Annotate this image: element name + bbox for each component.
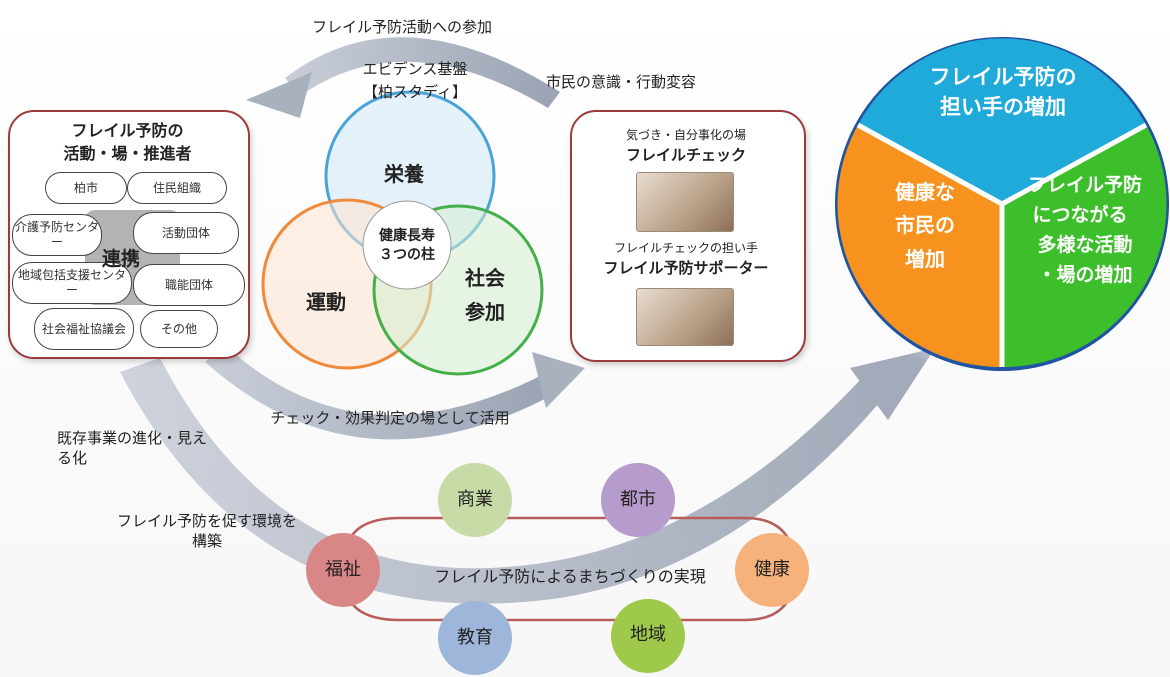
org-others: その他	[140, 310, 218, 348]
town-node-commerce	[438, 463, 512, 537]
cycle-sector-left	[837, 125, 1002, 368]
town-health-label: 健康	[754, 559, 790, 580]
venn-center-label1: 健康長寿	[379, 228, 435, 244]
town-center-label: フレイル予防によるまちづくりの実現	[434, 567, 706, 586]
cycle-left-label2: 市民の	[895, 213, 955, 237]
venn-social-label2: 参加	[465, 300, 505, 324]
supporter-photo	[636, 288, 734, 346]
left-panel-title1: フレイル予防の	[71, 121, 184, 140]
environment-label: フレイル予防を促す環境を構築	[117, 512, 298, 550]
cycle-left-label1: 健康な	[895, 180, 955, 204]
evidence-line1: エビデンス基盤	[362, 60, 468, 78]
town-node-region	[611, 599, 685, 673]
cycle-right-label2: につながる	[1032, 204, 1128, 226]
environment-arrow-head	[850, 348, 935, 420]
cycle-sector-right	[1002, 125, 1167, 368]
frailty-check-title: フレイルチェック	[625, 146, 746, 164]
supporter-sub: フレイルチェックの担い手	[613, 241, 758, 255]
environment-arrow	[120, 358, 880, 604]
venn-nutrition-label: 栄養	[384, 162, 424, 186]
cycle-top-label1: フレイル予防の	[929, 65, 1077, 89]
town-commerce-label: 商業	[457, 489, 493, 510]
town-welfare-label: 福祉	[325, 559, 361, 580]
cycle-right-label3: 多様な活動	[1037, 234, 1133, 256]
cycle-right-label1: フレイル予防	[1027, 174, 1142, 196]
town-education-label: 教育	[457, 627, 493, 648]
venn-social-label1: 社会	[465, 266, 505, 290]
left-panel-title2: 活動・場・推進者	[63, 144, 192, 163]
cycle-left-label3: 増加	[905, 247, 945, 271]
town-node-education	[438, 601, 512, 675]
org-care-prevention: 介護予防センター	[12, 214, 102, 256]
cycle-right-label4: ・場の増加	[1037, 264, 1133, 286]
org-resident: 住民組織	[127, 172, 227, 204]
frailty-check-sub: 気づき・自分事化の場	[625, 128, 746, 142]
org-kashiwa: 柏市	[45, 172, 127, 204]
venn-center-label2: ３つの柱	[379, 247, 435, 263]
org-professional: 職能団体	[133, 264, 245, 306]
org-activity: 活動団体	[133, 212, 239, 254]
check-arrow-head	[532, 352, 585, 408]
town-region-label: 地域	[630, 624, 666, 645]
cooperation-label: 連携	[102, 248, 141, 270]
venn-center	[362, 200, 452, 290]
check-arrow	[205, 345, 558, 440]
participation-label: フレイル予防活動への参加	[312, 18, 493, 36]
cycle-top-label2: 担い手の増加	[940, 95, 1066, 119]
town-node-urban	[601, 463, 675, 537]
participation-arrow	[285, 37, 560, 108]
evolve-label: 既存事業の進化・見える化	[57, 429, 208, 467]
town-node-health	[735, 533, 809, 607]
civic-change-label: 市民の意識・行動変容	[546, 73, 697, 91]
venn-exercise-label: 運動	[306, 290, 346, 314]
town-urban-label: 都市	[620, 489, 656, 510]
supporter-title: フレイル予防サポーター	[603, 259, 769, 277]
check-label: チェック・効果判定の場として活用	[270, 409, 510, 427]
town-node-welfare	[306, 533, 380, 607]
evidence-line2: 【柏スタディ】	[363, 83, 467, 101]
frailty-check-photo	[636, 172, 734, 232]
participation-arrow-head	[246, 72, 312, 118]
org-social-welfare: 社会福祉協議会	[34, 308, 134, 350]
org-comprehensive-support: 地域包括支援センター	[12, 262, 132, 304]
